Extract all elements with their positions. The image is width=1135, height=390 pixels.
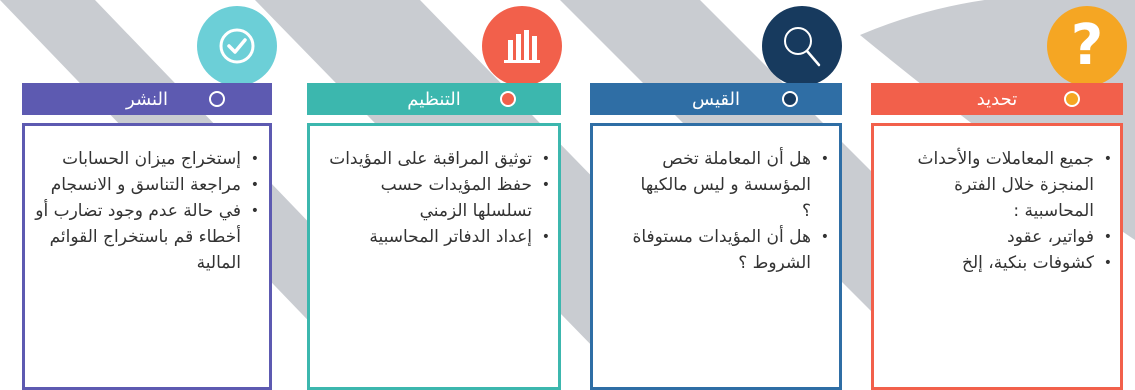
header-dot: [209, 91, 225, 107]
column-title: التنظيم: [407, 88, 461, 110]
list-item: فواتير، عقود: [887, 224, 1112, 250]
item-list: إستخراج ميزان الحسابات مراجعة التناسق و …: [34, 146, 259, 276]
item-list: جميع المعاملات والأحداث المنجزة خلال الف…: [887, 146, 1112, 276]
column-header: تحديد: [871, 83, 1123, 115]
column-box: جميع المعاملات والأحداث المنجزة خلال الف…: [871, 123, 1123, 390]
column-header: القيس: [590, 83, 842, 115]
list-item: توثيق المراقبة على المؤيدات: [322, 146, 550, 172]
list-item: جميع المعاملات والأحداث المنجزة خلال الف…: [887, 146, 1112, 224]
header-dot: [1064, 91, 1080, 107]
list-item: كشوفات بنكية، إلخ: [887, 250, 1112, 276]
list-item: في حالة عدم وجود تضارب أو أخطاء قم باستخ…: [34, 198, 259, 276]
column-header: النشر: [22, 83, 272, 115]
column-tahdid: ? تحديد جميع المعاملات والأحداث المنجزة …: [871, 0, 1127, 390]
list-item: إعداد الدفاتر المحاسبية: [322, 224, 550, 250]
bar-chart-icon: [482, 6, 562, 86]
column-qiyas: القيس هل أن المعاملة تخص المؤسسة و ليس م…: [590, 0, 842, 390]
list-item: مراجعة التناسق و الانسجام: [34, 172, 259, 198]
header-dot: [500, 91, 516, 107]
column-title: القيس: [692, 88, 740, 110]
list-item: هل أن المؤيدات مستوفاة الشروط ؟: [629, 224, 829, 276]
column-box: توثيق المراقبة على المؤيدات حفظ المؤيدات…: [307, 123, 561, 390]
column-tanzim: التنظيم توثيق المراقبة على المؤيدات حفظ …: [307, 0, 562, 390]
list-item: إستخراج ميزان الحسابات: [34, 146, 259, 172]
column-header: التنظيم: [307, 83, 561, 115]
magnifier-icon: [762, 6, 842, 86]
header-dot: [782, 91, 798, 107]
list-item: حفظ المؤيدات حسب تسلسلها الزمني: [322, 172, 550, 224]
item-list: توثيق المراقبة على المؤيدات حفظ المؤيدات…: [322, 146, 550, 250]
column-title: تحديد: [976, 88, 1018, 110]
list-item: هل أن المعاملة تخص المؤسسة و ليس مالكيها…: [629, 146, 829, 224]
check-circle-icon: [197, 6, 277, 86]
item-list: هل أن المعاملة تخص المؤسسة و ليس مالكيها…: [629, 146, 829, 276]
column-title: النشر: [126, 88, 168, 110]
question-mark-icon: ?: [1047, 6, 1127, 86]
column-nashr: النشر إستخراج ميزان الحسابات مراجعة التن…: [22, 0, 277, 390]
column-box: إستخراج ميزان الحسابات مراجعة التناسق و …: [22, 123, 272, 390]
column-box: هل أن المعاملة تخص المؤسسة و ليس مالكيها…: [590, 123, 842, 390]
